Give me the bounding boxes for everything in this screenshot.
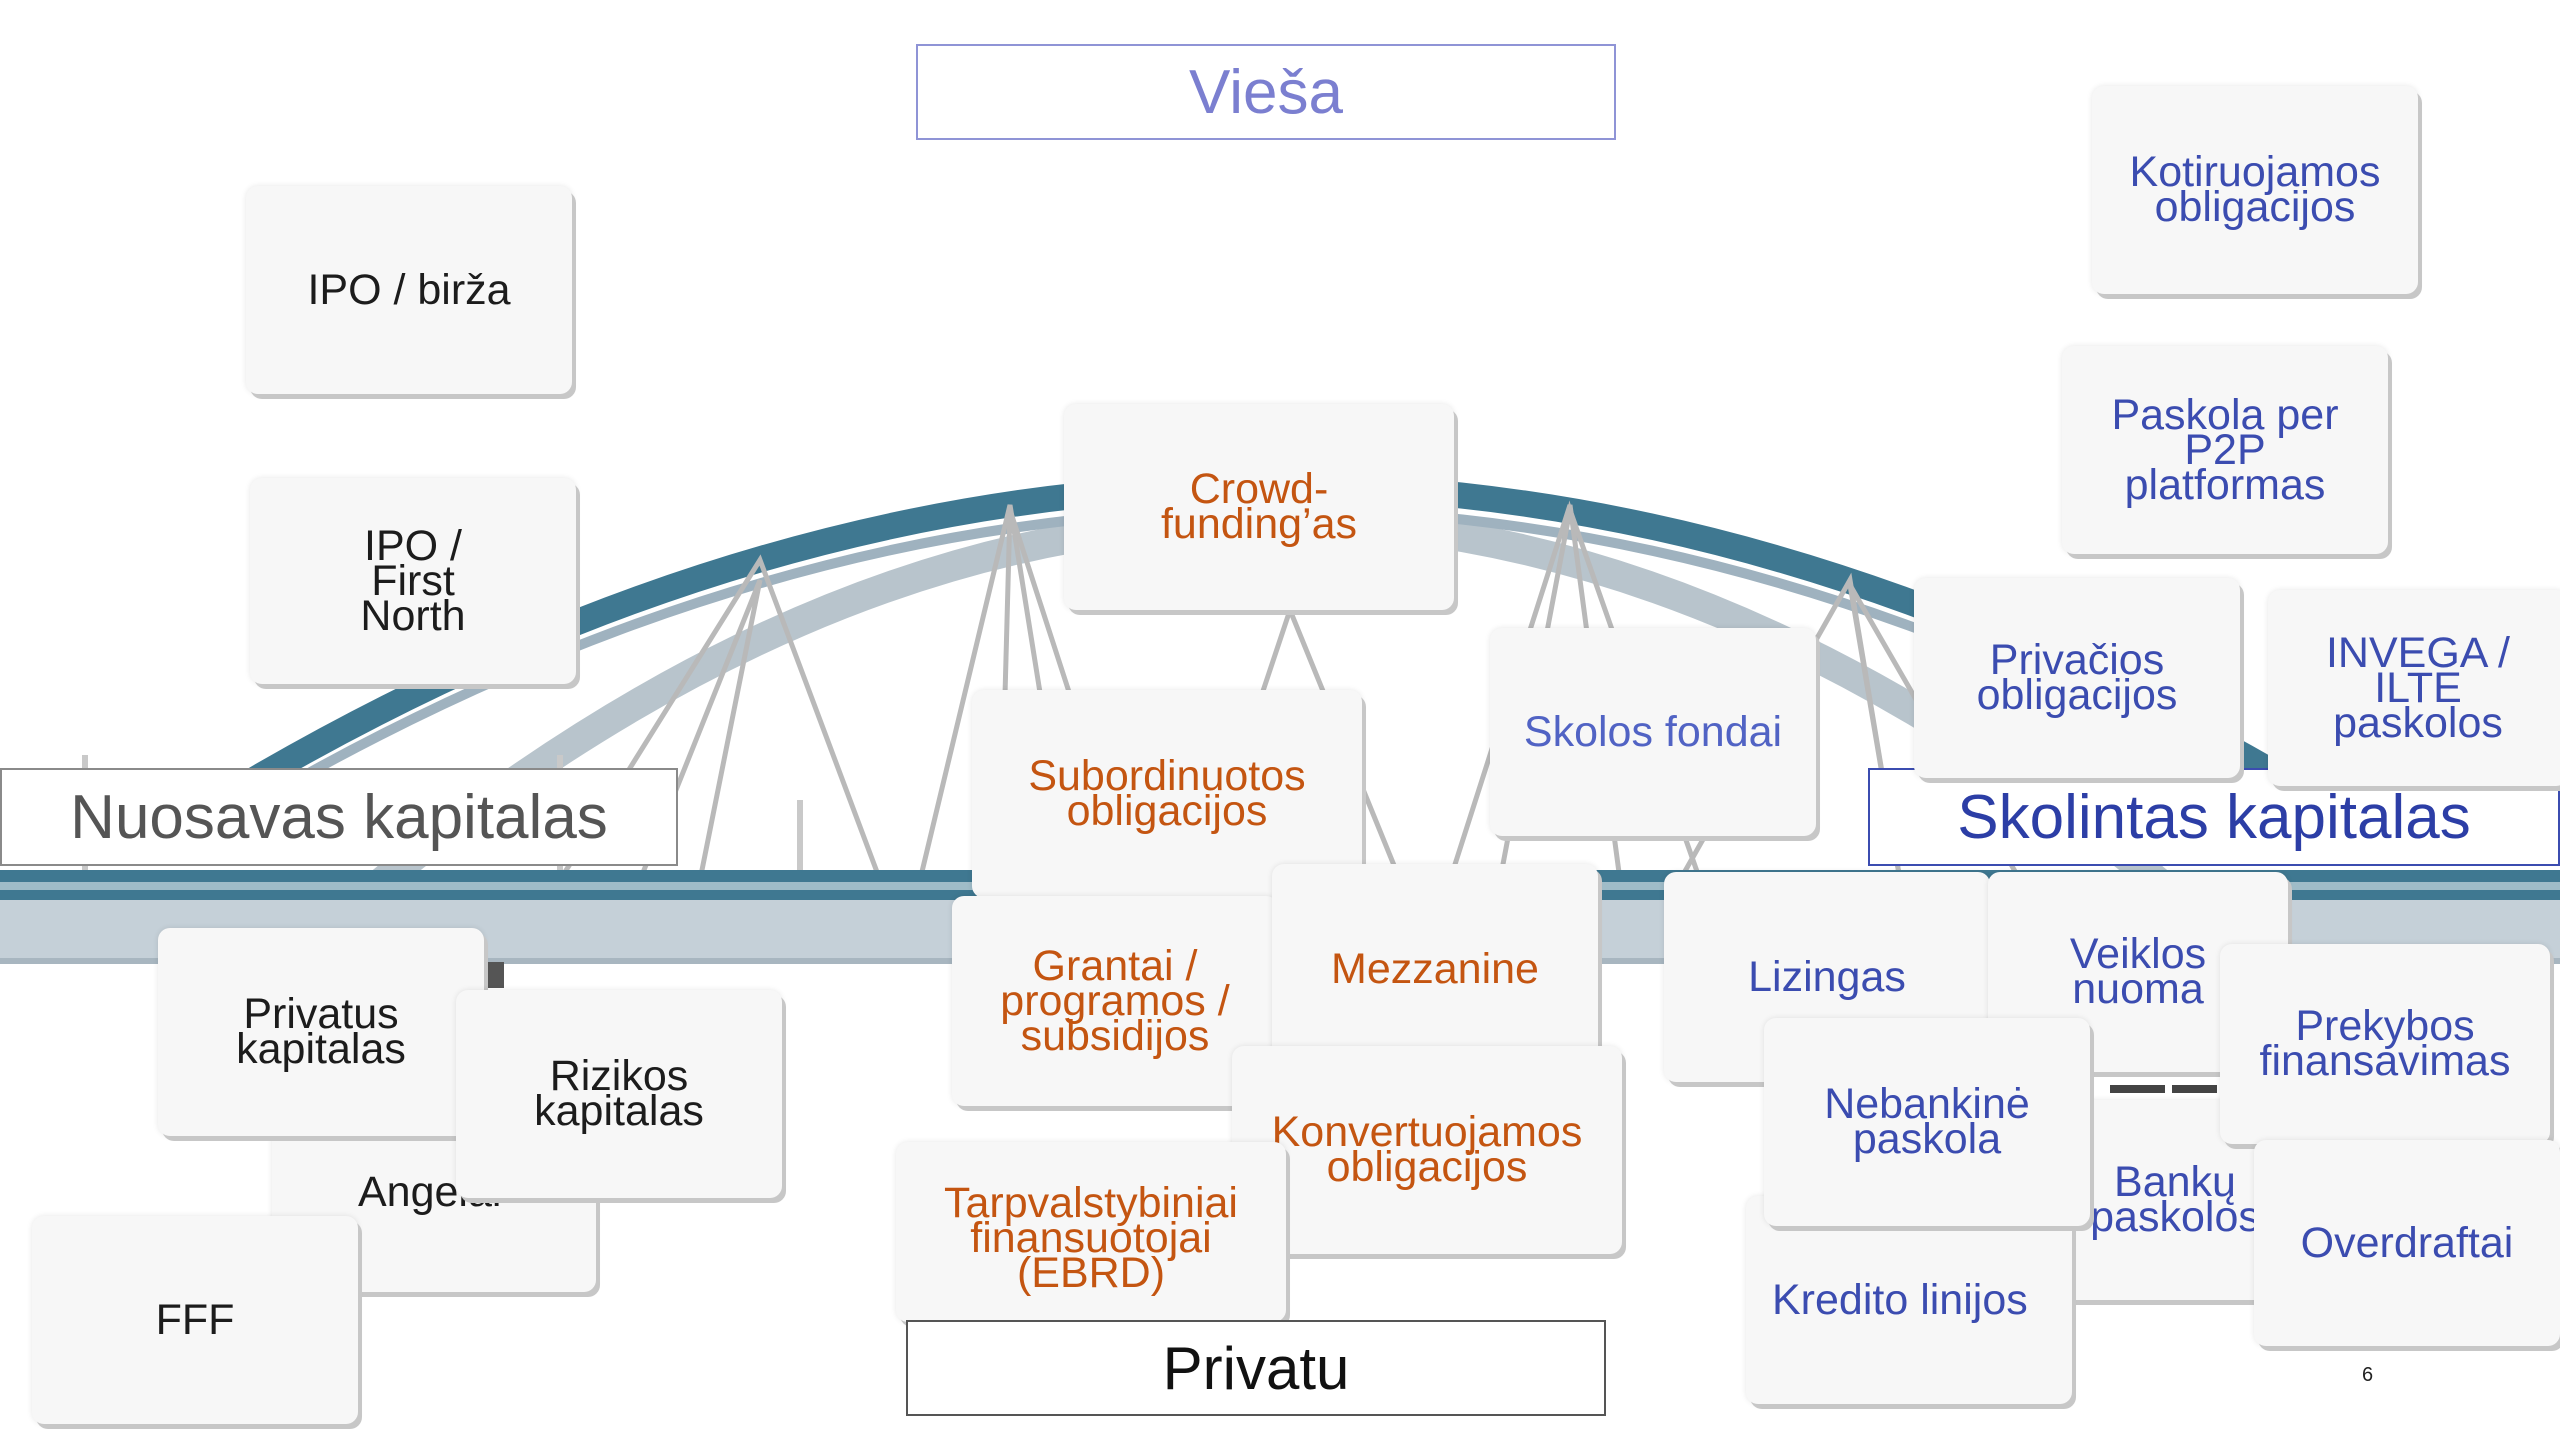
card-mezzanine: Mezzanine (1272, 864, 1598, 1074)
equity-header-label: Nuosavas kapitalas (70, 782, 608, 852)
card-debt-funds: Skolos fondai (1490, 628, 1816, 836)
card-convertible-bonds: Konvertuojamos obligacijos (1232, 1046, 1622, 1254)
public-header-label: Vieša (1189, 57, 1343, 127)
card-listed-bonds: Kotiruojamos obligacijos (2092, 86, 2418, 294)
card-overdrafts: Overdraftai (2254, 1140, 2560, 1346)
card-ipo-first-north: IPO / First North (250, 478, 576, 684)
card-venture-capital: Rizikos kapitalas (456, 990, 782, 1198)
card-private-equity: Privatus kapitalas (158, 928, 484, 1136)
card-grants: Grantai / programos / subsidijos (952, 896, 1278, 1106)
card-intergovernmental: Tarpvalstybiniai finansuotojai (EBRD) (896, 1142, 1286, 1322)
card-private-bonds: Privačios obligacijos (1914, 578, 2240, 778)
private-header-label: Privatu (1162, 1334, 1350, 1402)
card-fff: FFF (32, 1216, 358, 1424)
card-nonbank-loan: Nebankinė paskola (1764, 1018, 2090, 1226)
card-trade-finance: Prekybos finansavimas (2220, 944, 2550, 1144)
card-credit-lines: Kredito linijos (1746, 1196, 2072, 1404)
card-crowdfunding: Crowd-funding’as (1064, 404, 1454, 610)
card-p2p-loan: Paskola per P2P platformas (2062, 346, 2388, 554)
private-header: Privatu (906, 1320, 1606, 1416)
equity-header: Nuosavas kapitalas (0, 768, 678, 866)
public-header: Vieša (916, 44, 1616, 140)
card-subordinated-bonds: Subordinuotos obligacijos (972, 690, 1362, 898)
card-ipo-birza: IPO / birža (246, 186, 572, 394)
debt-header-label: Skolintas kapitalas (1957, 782, 2471, 852)
card-invega: INVEGA / ILTE paskolos (2268, 590, 2560, 786)
page-number: 6 (2362, 1364, 2374, 1386)
